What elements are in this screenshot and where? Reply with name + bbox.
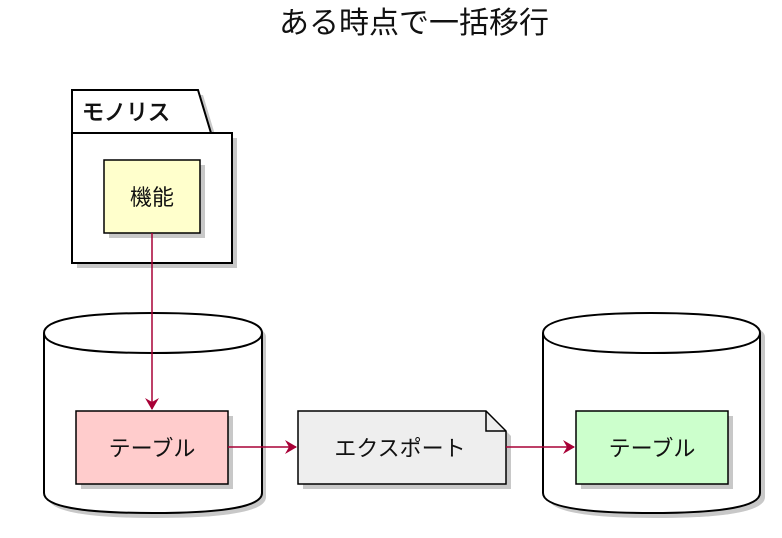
target-table-label: テーブル xyxy=(609,437,696,462)
package-label: モノリス xyxy=(82,101,170,126)
export-note: エクスポート xyxy=(297,410,511,489)
source-table: テーブル xyxy=(75,410,233,489)
source-table-box xyxy=(75,410,229,485)
target-table-box xyxy=(575,410,729,485)
diagram-title: ある時点で一括移行 xyxy=(279,6,549,41)
component-label: 機能 xyxy=(130,186,174,211)
source-table-label: テーブル xyxy=(109,437,196,462)
target-table: テーブル xyxy=(575,410,733,489)
export-note-label: エクスポート xyxy=(334,437,465,462)
component-feature: 機能 xyxy=(103,159,205,238)
